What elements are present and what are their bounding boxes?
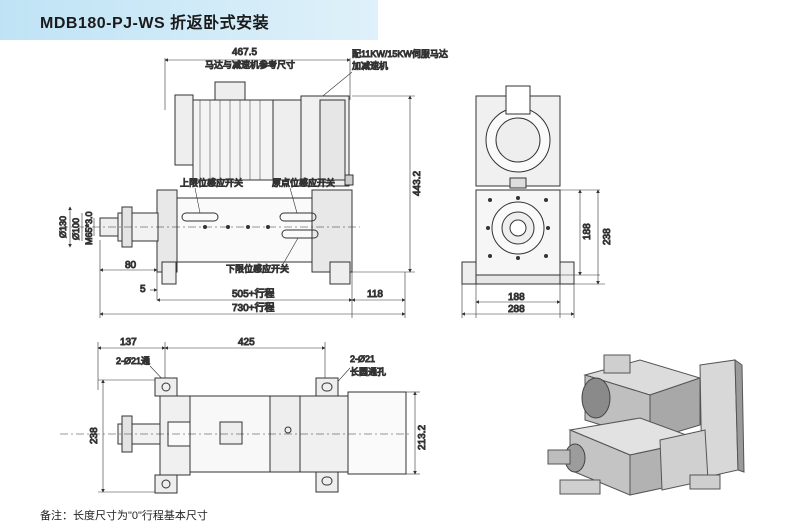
top-dim-137: 137 bbox=[120, 337, 137, 348]
front-foot bbox=[161, 261, 177, 285]
label-origin-switch: 原点位感应开关 bbox=[272, 177, 335, 188]
dim-total: 730+行程 bbox=[232, 301, 275, 314]
top-label-slot-desc: 长圆通孔 bbox=[350, 366, 386, 377]
sensor-lower bbox=[281, 229, 319, 239]
side-foot-right bbox=[559, 261, 575, 285]
top-dim-425: 425 bbox=[238, 337, 255, 348]
top-label-holes: 2-Ø21通 bbox=[116, 356, 150, 366]
dim-d130: Ø130 bbox=[58, 216, 68, 238]
front-flange bbox=[156, 189, 178, 273]
top-slot-lower bbox=[315, 471, 339, 493]
side-dim-188-v: 188 bbox=[582, 223, 593, 240]
top-dim-213: 213.2 bbox=[417, 425, 428, 450]
label-lower-switch: 下限位感应开关 bbox=[226, 263, 289, 274]
top-dim-238: 238 bbox=[89, 427, 100, 444]
gearbox-bolt bbox=[344, 174, 354, 186]
dim-d100: Ø100 bbox=[71, 218, 81, 240]
reducer bbox=[272, 99, 302, 181]
top-foot-front-lower bbox=[154, 474, 178, 494]
dim-5: 5 bbox=[140, 284, 146, 295]
side-dim-238-v: 238 bbox=[602, 228, 613, 245]
page-title: MDB180-PJ-WS 折返卧式安装 bbox=[40, 15, 270, 32]
label-motor-ref: 马达与减速机参考尺寸 bbox=[205, 59, 295, 70]
top-view: 137 425 2-Ø21通 2-Ø21 长圆通孔 23 bbox=[60, 337, 429, 494]
side-view: 188 238 188 288 bbox=[461, 85, 614, 318]
top-motor-box bbox=[219, 421, 243, 445]
side-dim-188-h: 188 bbox=[508, 292, 525, 303]
sensor-origin bbox=[279, 212, 317, 222]
footnote: 备注：长度尺寸为"0"行程基本尺寸 bbox=[40, 510, 208, 522]
dim-80: 80 bbox=[125, 260, 137, 271]
gearbox-plate bbox=[319, 99, 346, 181]
isometric-illustration bbox=[547, 354, 745, 496]
top-label-slot: 2-Ø21 bbox=[350, 354, 375, 364]
dim-stroke: 505+行程 bbox=[232, 287, 275, 300]
rear-flange bbox=[311, 189, 353, 273]
motor-body bbox=[192, 99, 274, 181]
side-dim-288-h: 288 bbox=[508, 304, 525, 315]
rear-foot bbox=[329, 261, 351, 285]
dim-118: 118 bbox=[367, 289, 383, 300]
dim-thread: M65*3.0 bbox=[84, 211, 94, 245]
top-foot-front-upper bbox=[154, 377, 178, 397]
dim-443: 443.2 bbox=[412, 171, 423, 196]
side-foot-left bbox=[461, 261, 477, 285]
label-upper-switch: 上限位感应开关 bbox=[180, 177, 243, 188]
front-view: 467.5 马达与减速机参考尺寸 配11KW/15KW伺服马达 加减速机 bbox=[58, 47, 448, 318]
motor-junction-box bbox=[214, 81, 246, 101]
top-slot-upper bbox=[315, 377, 339, 397]
label-servo-2: 加减速机 bbox=[352, 60, 388, 71]
side-connector bbox=[505, 85, 531, 115]
title-band bbox=[0, 0, 378, 40]
top-gearbox bbox=[347, 391, 407, 475]
motor-fan-cover bbox=[174, 94, 194, 166]
dim-467: 467.5 bbox=[232, 47, 257, 58]
label-servo-1: 配11KW/15KW伺服马达 bbox=[352, 48, 448, 59]
